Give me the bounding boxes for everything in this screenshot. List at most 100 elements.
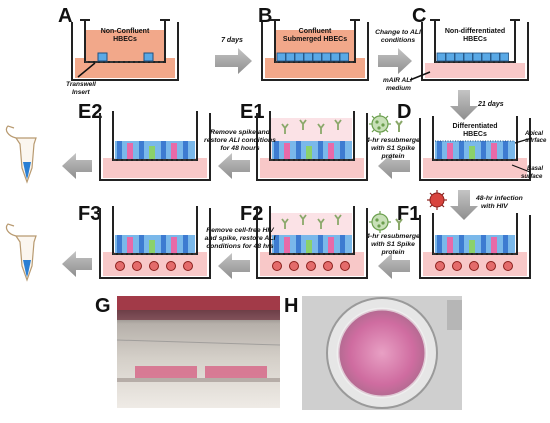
step-ab-label: 7 days	[221, 37, 243, 44]
virus-icon	[369, 211, 391, 233]
apical-label-2: surface	[525, 138, 547, 144]
panel-label-f3: F3	[78, 203, 101, 225]
differentiated-cells-f1	[435, 235, 515, 253]
step-de1-label-3: protein	[380, 153, 404, 160]
arrow-d-f1: 48-hr infection with HIV	[427, 190, 523, 220]
pointer-line-a	[77, 62, 96, 78]
arrow-c-d: 21 days	[450, 90, 504, 120]
basal-label-1: Basal	[527, 166, 543, 172]
panel-a: A Non-Confluent HBECs Transwell Insert	[58, 5, 179, 96]
epithelial-cells-b	[276, 52, 349, 62]
medium-label-1: mAIR ALI	[383, 77, 412, 84]
panel-b: B Confluent Submerged HBECs	[258, 5, 369, 81]
panel-label-d: D	[397, 101, 411, 123]
photo-transwell-well-top	[302, 296, 462, 410]
panel-label-c: C	[412, 5, 426, 27]
step-e1e2-label-2: restore ALI conditions	[204, 137, 276, 144]
panel-label-b: B	[258, 5, 272, 27]
panel-f2: F2	[240, 203, 368, 279]
infected-cells-f1	[435, 261, 513, 271]
panel-e2: E2	[78, 101, 211, 181]
differentiated-cells-e2	[115, 141, 195, 159]
step-de1-label-2: with S1 Spike	[371, 145, 415, 152]
step-f2f3-label-2: and spike, restore ALI	[205, 235, 276, 242]
arrow-e2-tube	[62, 153, 92, 179]
transwell-well-b	[261, 19, 369, 81]
panel-label-a: A	[58, 5, 72, 27]
transwell-well-e2	[99, 111, 211, 181]
transwell-well-e1	[256, 111, 368, 181]
panel-label-e2: E2	[78, 101, 102, 123]
transwell-label-1: Transwell	[66, 81, 96, 88]
arrow-f3-tube	[62, 251, 92, 277]
step-cd-label: 21 days	[477, 101, 504, 108]
panel-label-e1: E1	[240, 101, 264, 123]
epithelial-cells-c	[436, 52, 509, 62]
microtube-icon	[5, 125, 37, 184]
differentiated-cells-f2	[272, 235, 352, 253]
differentiated-cells-d	[435, 140, 515, 159]
basal-label-2: surface	[521, 174, 543, 180]
step-f1f2-label-1: 4-hr resubmerge	[365, 233, 420, 240]
panel-f1: F1	[397, 203, 531, 279]
hiv-virus-icon	[427, 190, 447, 210]
arrow-f2-f3: Remove cell-free HIV and spike, restore …	[205, 227, 276, 279]
transwell-well-f1	[419, 213, 531, 279]
step-df1-label-1: 48-hr infection	[475, 195, 523, 202]
transwell-well-a	[71, 19, 179, 81]
panel-g: G	[95, 295, 281, 408]
step-bc-label-1: Change to ALI	[375, 29, 421, 36]
differentiated-cells-e1	[272, 141, 352, 159]
spike-protein-icon	[395, 218, 403, 230]
step-f2f3-label-1: Remove cell-free HIV	[206, 227, 275, 234]
spike-protein-icon	[395, 120, 403, 132]
transwell-well-f3	[99, 206, 211, 279]
infected-cells-f3	[115, 261, 193, 271]
panel-label-f1: F1	[397, 203, 420, 225]
differentiated-cells-f3	[115, 235, 195, 253]
step-bc-label-2: conditions	[381, 37, 416, 44]
caption-b-2: Submerged HBECs	[283, 36, 347, 43]
arrow-d-e1: 4-hr resubmerge with S1 Spike protein	[365, 113, 420, 179]
caption-a-1: Non-Confluent	[101, 28, 150, 35]
transwell-well-d	[419, 116, 531, 181]
arrow-e1-e2: Remove spike and restore ALI conditions …	[204, 129, 276, 179]
arrow-a-b: 7 days	[215, 37, 252, 74]
arrow-b-c: Change to ALI conditions	[375, 29, 421, 74]
pointer-apical	[514, 137, 533, 144]
pointer-line-c	[409, 71, 431, 81]
panel-label-h: H	[284, 295, 298, 317]
infected-cells-f2	[272, 261, 350, 271]
step-f1f2-label-2: with S1 Spike	[371, 241, 415, 248]
photo-transwell-plate-side	[116, 296, 281, 408]
virus-icon	[369, 113, 391, 135]
arrow-f1-f2: 4-hr resubmerge with S1 Spike protein	[365, 211, 420, 279]
step-e1e2-label-3: for 48 hours	[220, 145, 259, 152]
step-e1e2-label-1: Remove spike and	[210, 129, 271, 136]
transwell-label-2: Insert	[72, 89, 91, 96]
panel-label-g: G	[95, 295, 111, 317]
caption-d-2: HBECs	[463, 131, 487, 138]
medium-label-2: medium	[386, 85, 411, 92]
step-f2f3-label-3: conditions for 48 hrs	[206, 243, 273, 250]
spike-protein-icon	[281, 119, 342, 134]
caption-d-1: Differentiated	[452, 123, 497, 130]
step-f1f2-label-3: protein	[380, 249, 404, 256]
panel-f3: F3	[78, 203, 211, 279]
caption-c-1: Non-differentiated	[445, 28, 505, 35]
pointer-basal	[511, 164, 531, 173]
caption-c-2: HBECs	[463, 36, 487, 43]
transwell-well-f2	[256, 206, 368, 279]
microtube-icon	[5, 223, 37, 282]
panel-label-f2: F2	[240, 203, 263, 225]
spike-protein-icon	[281, 214, 342, 229]
panel-d: D Differentiated HBECs Apical surface	[397, 101, 547, 181]
transwell-well-c	[421, 19, 529, 81]
panel-e1: E1	[240, 101, 368, 181]
panel-h: H	[284, 295, 462, 410]
panel-c: C Non-differentiated HBECs mAIR ALI medi…	[383, 5, 529, 92]
apical-label-1: Apical	[524, 131, 543, 137]
step-df1-label-2: with HIV	[481, 203, 509, 210]
caption-b-1: Confluent	[299, 28, 332, 35]
